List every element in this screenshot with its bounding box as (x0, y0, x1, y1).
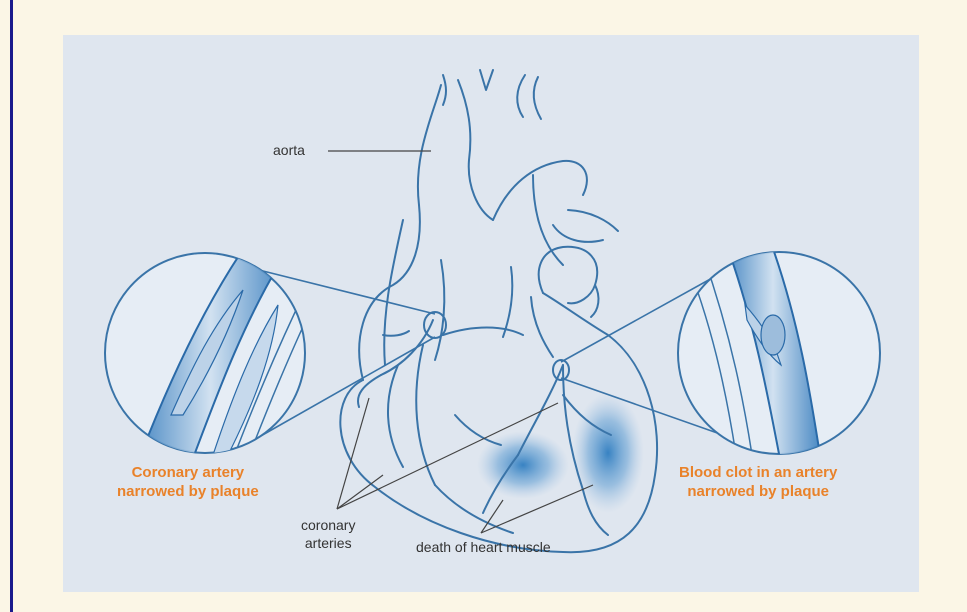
label-aorta: aorta (273, 141, 305, 159)
caption-right-line-1: Blood clot in an artery (679, 463, 837, 482)
illustration-panel: aorta coronary arteries death of heart m… (63, 35, 919, 592)
label-coronary-arteries-line-2: arteries (301, 534, 355, 552)
damage-spot-right (572, 393, 644, 513)
label-death-of-heart-muscle: death of heart muscle (416, 538, 551, 556)
label-coronary-arteries-line-1: coronary (301, 516, 355, 534)
caption-left-line-1: Coronary artery (117, 463, 259, 482)
caption-left-line-2: narrowed by plaque (117, 482, 259, 501)
label-coronary-arteries: coronary arteries (301, 516, 355, 552)
heart-diagram (63, 35, 919, 592)
magnified-view-blood-clot (678, 235, 880, 475)
caption-blood-clot-artery: Blood clot in an artery narrowed by plaq… (679, 463, 837, 501)
magnified-view-narrowed-artery (105, 235, 325, 485)
caption-right-line-2: narrowed by plaque (679, 482, 837, 501)
caption-coronary-artery-narrowed: Coronary artery narrowed by plaque (117, 463, 259, 501)
left-border-rule (10, 0, 13, 612)
